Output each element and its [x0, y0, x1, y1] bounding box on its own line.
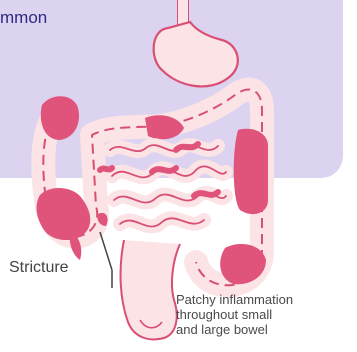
patchy-line-1: Patchy inflammation: [176, 292, 346, 307]
patchy-line-2: throughout small: [176, 307, 346, 322]
patchy-inflammation-label: Patchy inflammation throughout small and…: [176, 292, 346, 337]
stricture-label: Stricture: [9, 259, 69, 277]
small-bowel-loops: [110, 145, 226, 226]
stricture-pointer: [100, 232, 112, 288]
rectum-shape: [121, 240, 180, 339]
stomach-shape: [154, 22, 238, 86]
patchy-line-3: and large bowel: [176, 322, 346, 337]
